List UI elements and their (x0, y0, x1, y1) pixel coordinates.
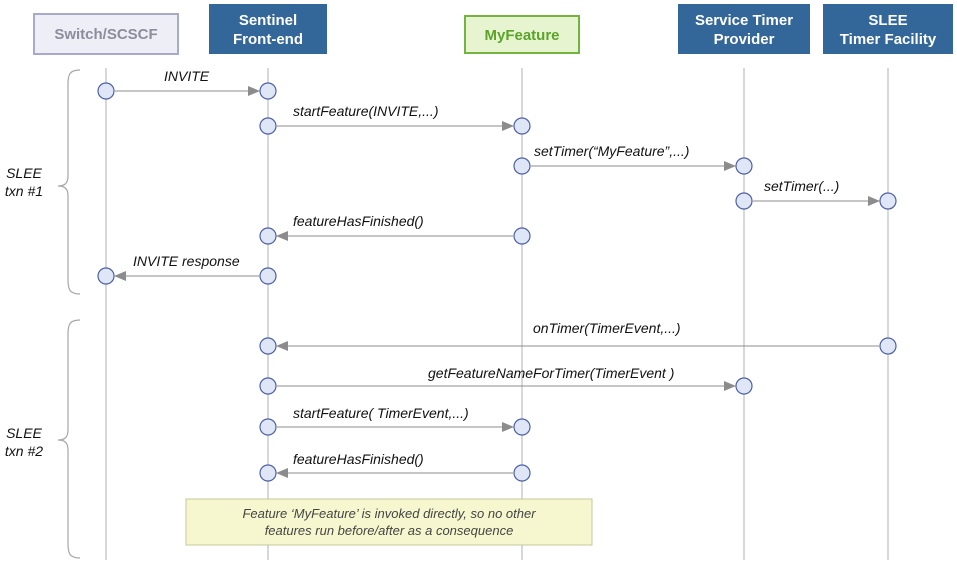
message-label: featureHasFinished() (293, 451, 424, 467)
activation-point (259, 418, 277, 436)
activation-point (513, 227, 531, 245)
message-label: setTimer(“MyFeature”,...) (534, 143, 689, 159)
note-line: Feature ‘MyFeature’ is invoked directly,… (242, 506, 536, 521)
activation-point (259, 117, 277, 135)
participants: Switch/SCSCF Sentinel Front-end MyFeatur… (33, 4, 953, 55)
message-get-feature-name-for-timer: getFeatureNameForTimer(TimerEvent ) (277, 365, 736, 391)
participant-label: Sentinel (239, 12, 297, 29)
participant-sentinel: Sentinel Front-end (209, 4, 327, 54)
message-feature-has-finished-1: featureHasFinished() (276, 213, 513, 241)
note-box (185, 498, 593, 546)
note: Feature ‘MyFeature’ is invoked directly,… (185, 498, 593, 546)
activation-point (735, 377, 753, 395)
note-line: features run before/after as a consequen… (265, 523, 514, 538)
message-set-timer-myfeature: setTimer(“MyFeature”,...) (531, 143, 736, 171)
message-label: startFeature( TimerEvent,...) (293, 405, 469, 421)
message-set-timer: setTimer(...) (753, 178, 880, 206)
participant-label: MyFeature (484, 27, 559, 44)
participant-timer-facility: SLEE Timer Facility (823, 4, 953, 54)
messages: INVITE startFeature(INVITE,...) setTimer… (114, 68, 880, 478)
activation-point (259, 377, 277, 395)
txn1-brace (57, 69, 81, 295)
message-on-timer: onTimer(TimerEvent,...) (276, 320, 879, 351)
activation-points (97, 82, 897, 482)
activation-point (879, 192, 897, 210)
participant-myfeature: MyFeature (464, 15, 580, 54)
participant-label: Service Timer (695, 12, 793, 29)
activation-point (513, 157, 531, 175)
participant-timer-provider: Service Timer Provider (678, 4, 810, 54)
participant-switch: Switch/SCSCF (33, 13, 179, 55)
activation-point (259, 227, 277, 245)
activation-point (513, 464, 531, 482)
txn2-brace (57, 319, 81, 559)
lifelines (105, 68, 889, 560)
activation-point (259, 267, 277, 285)
message-invite: INVITE (115, 68, 260, 96)
message-label: featureHasFinished() (293, 213, 424, 229)
activation-point (97, 267, 115, 285)
activation-point (735, 192, 753, 210)
message-label: onTimer(TimerEvent,...) (533, 320, 681, 336)
message-label: startFeature(INVITE,...) (293, 103, 438, 119)
message-start-feature-invite: startFeature(INVITE,...) (277, 103, 514, 131)
participant-label: SLEE (868, 12, 907, 29)
message-label: INVITE (164, 68, 210, 84)
message-start-feature-timer-event: startFeature( TimerEvent,...) (277, 405, 514, 432)
participant-label: Front-end (233, 31, 303, 48)
participant-label: Timer Facility (840, 31, 937, 48)
participant-label: Switch/SCSCF (54, 26, 157, 43)
txn2-label: txn #2 (5, 443, 43, 459)
activation-point (513, 418, 531, 436)
message-label: setTimer(...) (764, 178, 839, 194)
message-label: getFeatureNameForTimer(TimerEvent ) (428, 365, 674, 381)
activation-point (259, 82, 277, 100)
activation-point (513, 117, 531, 135)
txn1-label: SLEE (6, 165, 42, 181)
activation-point (97, 82, 115, 100)
txn1-label: txn #1 (5, 183, 43, 199)
activation-point (259, 464, 277, 482)
txn2-label: SLEE (6, 425, 42, 441)
message-label: INVITE response (133, 253, 240, 269)
activation-point (259, 337, 277, 355)
activation-point (879, 337, 897, 355)
message-invite-response: INVITE response (114, 253, 259, 281)
message-feature-has-finished-2: featureHasFinished() (276, 451, 513, 478)
transaction-braces: SLEE txn #1 SLEE txn #2 (5, 69, 81, 559)
activation-point (735, 157, 753, 175)
participant-label: Provider (714, 31, 775, 48)
